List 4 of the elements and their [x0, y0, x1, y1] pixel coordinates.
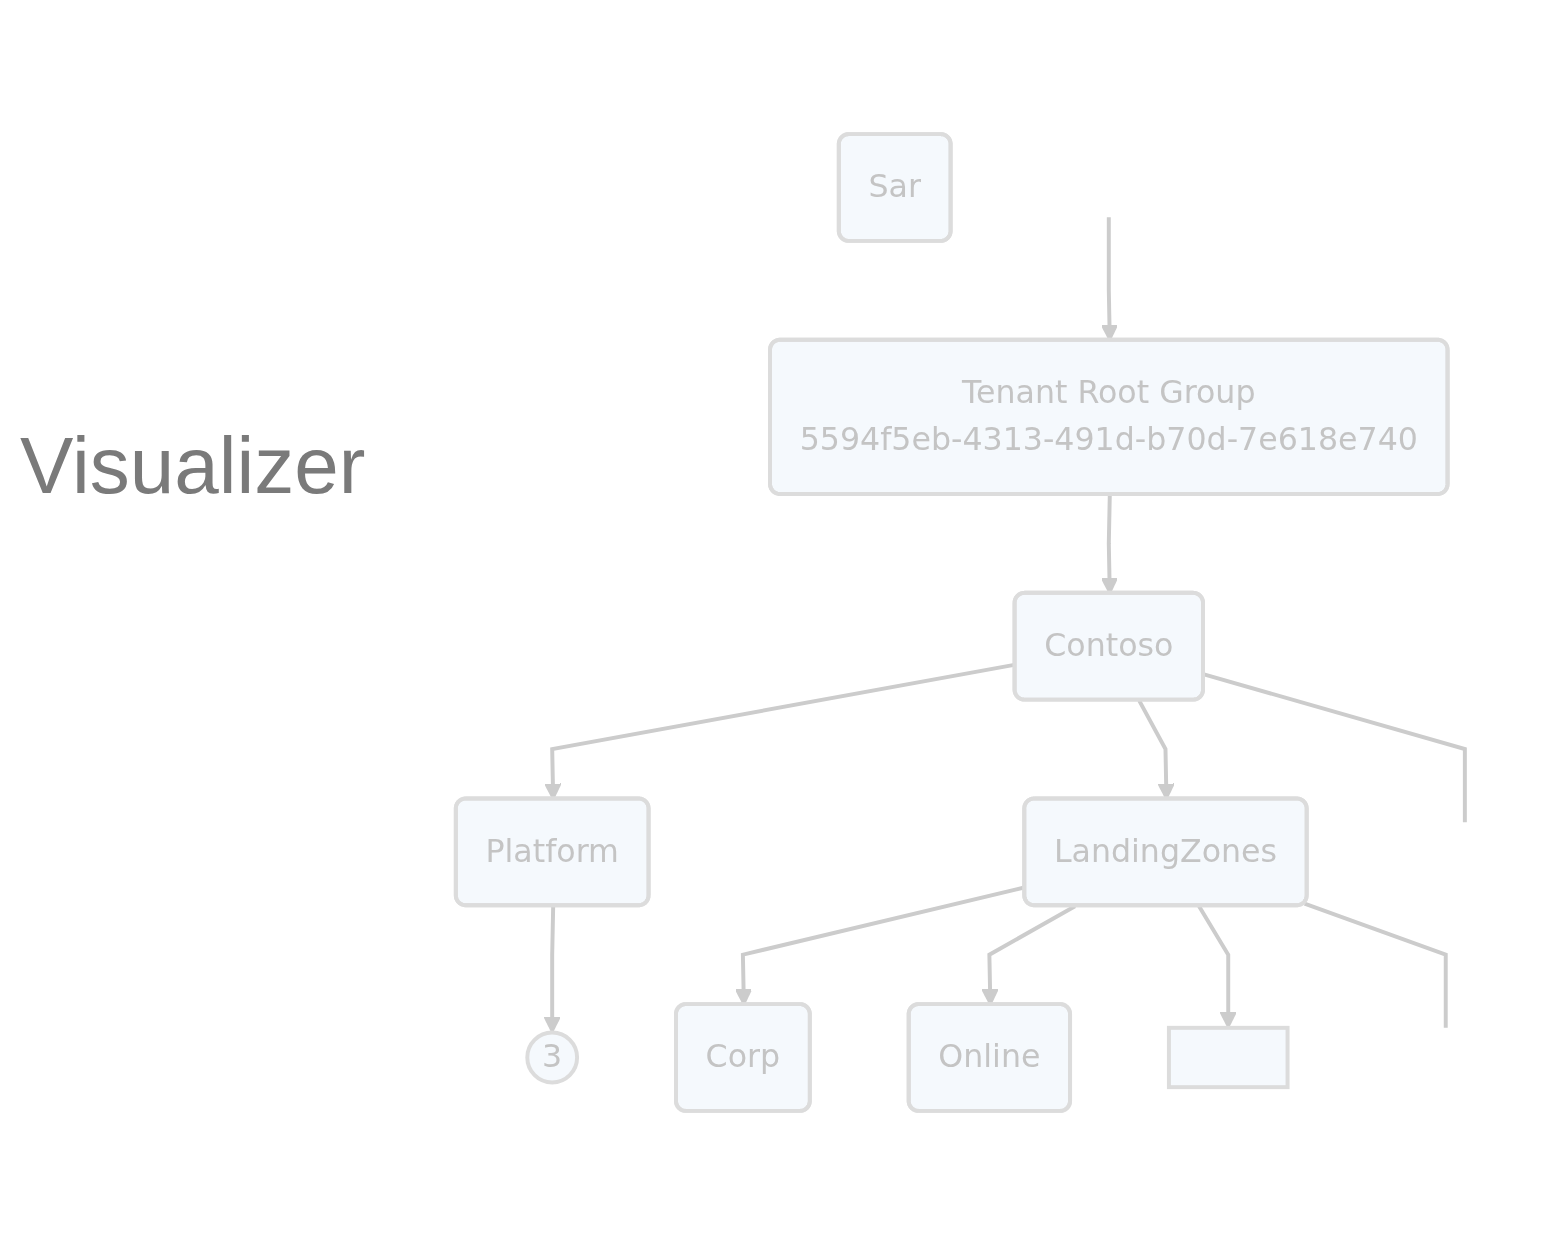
page-title: Visualizer	[20, 420, 366, 512]
node-box	[1166, 1025, 1290, 1090]
node-circle: 3	[525, 1030, 580, 1085]
connector	[1303, 901, 1448, 1028]
